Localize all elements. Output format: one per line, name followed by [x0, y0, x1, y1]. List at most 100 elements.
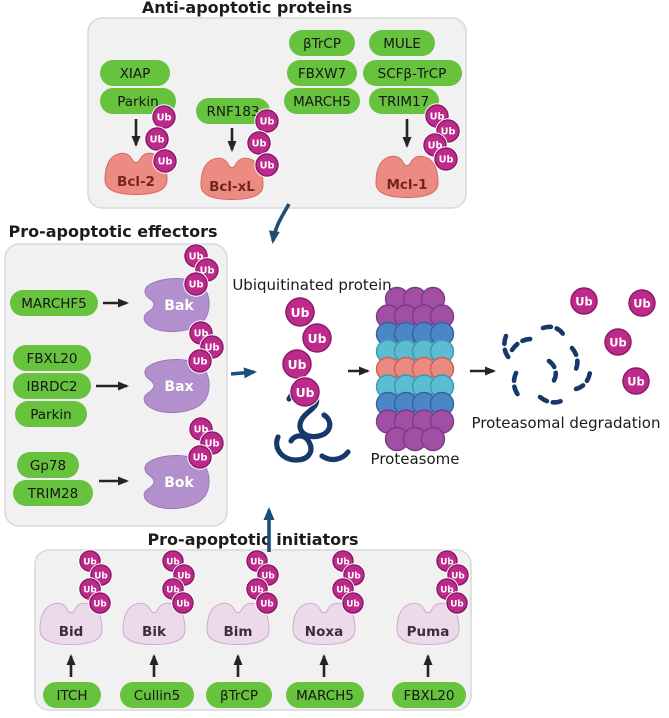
ub-label: Ub	[166, 585, 179, 595]
initiators-title: Pro-apoptotic initiators	[147, 530, 358, 549]
protein-bik-label: Bik	[142, 624, 167, 640]
ub-icon	[89, 592, 111, 614]
pill-bg	[13, 345, 91, 371]
ub-label: Ub	[177, 571, 190, 581]
ub-label: Ub	[157, 113, 172, 124]
ub-label: Ub	[94, 571, 107, 581]
pill-bg	[369, 88, 439, 114]
ub-icon	[247, 131, 271, 155]
pill-label: SCFβ-TrCP	[378, 66, 447, 82]
ub-icon	[622, 367, 650, 395]
effectors-panel: Pro-apoptotic effectors MARCHF5 FBXL20 I…	[4, 222, 228, 527]
pill-gp78: Gp78	[17, 452, 79, 478]
pill-fbxw7: FBXW7	[287, 60, 357, 86]
pill-bg	[10, 290, 98, 316]
ub-icon	[302, 323, 332, 353]
pill-btrcp-initiator: βTrCP	[206, 682, 272, 708]
pill-label: βTrCP	[303, 36, 341, 52]
connector-arrow-top-to-center	[268, 203, 291, 244]
ub-label: Ub	[252, 139, 267, 150]
ub-icon	[172, 592, 194, 614]
pill-itch: ITCH	[43, 682, 101, 708]
pill-xiap: XIAP	[100, 60, 170, 86]
ub-label: Ub	[250, 585, 263, 595]
ub-label: Ub	[347, 571, 360, 581]
degradation-label: Proteasomal degradation	[472, 414, 661, 432]
ub-label: Ub	[176, 599, 189, 609]
anti-apoptotic-title: Anti-apoptotic proteins	[142, 0, 352, 17]
connector-arrow-left-to-center	[230, 367, 257, 379]
ub-icon	[153, 149, 177, 173]
ub-label: Ub	[260, 161, 275, 172]
ub-label: Ub	[194, 425, 209, 436]
ub-icon	[188, 349, 212, 373]
ub-icon	[446, 592, 468, 614]
pill-label: MARCH5	[296, 688, 354, 704]
pill-bg	[284, 88, 360, 114]
pill-marchf5: MARCHF5	[10, 290, 98, 316]
ubiquitinated-protein-label: Ubiquitinated protein	[232, 276, 391, 294]
ub-label: Ub	[194, 329, 209, 340]
ub-label: Ub	[336, 585, 349, 595]
ub-label: Ub	[450, 599, 463, 609]
pill-bg	[206, 682, 272, 708]
ub-icon	[188, 445, 212, 469]
protein-bclxl-label: Bcl-xL	[209, 179, 255, 195]
pill-bg	[287, 60, 357, 86]
pill-cullin5: Cullin5	[120, 682, 194, 708]
ub-label: Ub	[193, 357, 208, 368]
ub-icon	[342, 592, 364, 614]
pill-bg	[15, 401, 87, 427]
pill-label: TRIM17	[378, 94, 429, 110]
ub-label: Ub	[193, 453, 208, 464]
ub-label: Ub	[260, 599, 273, 609]
ub-icon	[256, 592, 278, 614]
protein-puma-label: Puma	[407, 624, 450, 640]
ub-label: Ub	[633, 296, 650, 310]
ub-icon	[604, 328, 632, 356]
protein-bid-label: Bid	[59, 624, 84, 640]
pill-bg	[289, 30, 355, 56]
ub-label: Ub	[200, 266, 215, 277]
ub-label: Ub	[440, 585, 453, 595]
pill-label: Gp78	[30, 458, 66, 474]
degradation-fragments	[502, 324, 593, 405]
protein-bax-label: Bax	[164, 379, 193, 395]
ub-label: Ub	[291, 306, 310, 320]
ub-label: Ub	[250, 557, 263, 567]
proteasome-graphic	[375, 286, 455, 452]
pill-parkin-effector: Parkin	[15, 401, 87, 427]
pill-btrcp: βTrCP	[289, 30, 355, 56]
ub-label: Ub	[439, 155, 454, 166]
pill-bg	[286, 682, 364, 708]
protein-bim-label: Bim	[224, 624, 253, 640]
ub-label: Ub	[93, 599, 106, 609]
ub-label: Ub	[260, 117, 275, 128]
pill-bg	[196, 98, 270, 124]
pill-trim17: TRIM17	[369, 88, 439, 114]
pill-march5-initiator: MARCH5	[286, 682, 364, 708]
ub-label: Ub	[261, 571, 274, 581]
pill-label: Parkin	[117, 94, 158, 110]
ub-label: Ub	[627, 374, 644, 388]
proteasome-subunit	[420, 426, 446, 452]
protein-noxa-label: Noxa	[305, 624, 343, 640]
ub-label: Ub	[441, 127, 456, 138]
pill-mule: MULE	[369, 30, 435, 56]
protein-bok-label: Bok	[164, 475, 194, 491]
pill-bg	[120, 682, 194, 708]
ub-label: Ub	[288, 358, 307, 372]
pill-label: TRIM28	[27, 486, 78, 502]
pill-label: MULE	[383, 36, 421, 52]
